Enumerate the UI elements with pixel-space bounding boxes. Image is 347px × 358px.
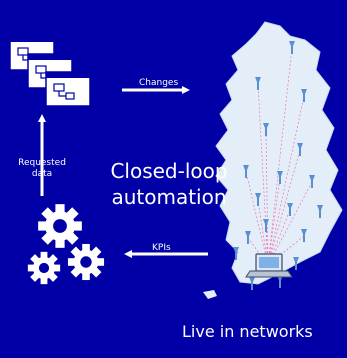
requested-data-label: Requested data [12,158,72,180]
changes-label: Changes [139,78,179,88]
requested-data-line1: Requested [18,158,66,168]
title-line2: automation [111,185,227,209]
workflow-document-icon [9,35,91,107]
map-island [203,290,217,299]
finland-map [215,21,343,285]
title-line1: Closed-loop [110,159,228,183]
requested-data-line2: data [31,169,53,179]
laptop-icon [245,253,293,278]
kpis-label: KPIs [152,243,171,253]
antenna-links [245,47,313,266]
live-in-networks-label: Live in networks [182,322,313,341]
closed-loop-title: Closed-loop automation [98,158,240,210]
gears-icon [27,204,105,285]
